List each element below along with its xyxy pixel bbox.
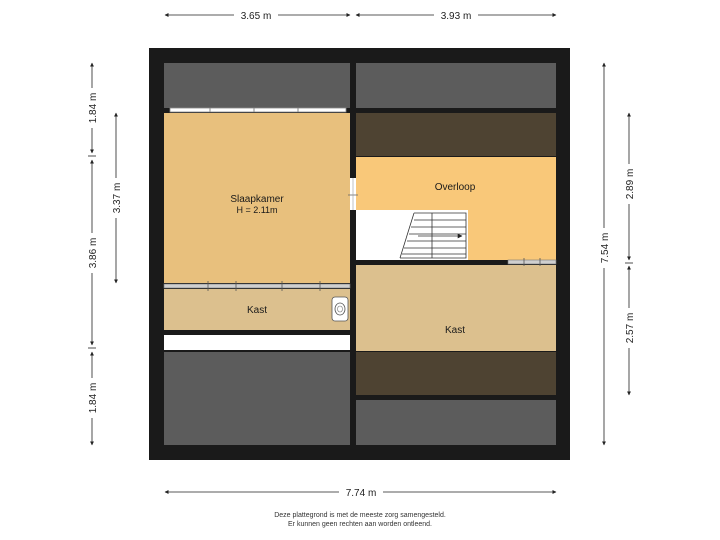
stairwell xyxy=(356,210,468,260)
closet-right-label: Kast xyxy=(445,325,465,336)
dim-left-bottom: 1.84 m xyxy=(88,383,99,414)
dim-top-right: 3.93 m xyxy=(441,11,472,22)
bedroom-label: Slaapkamer xyxy=(230,194,284,205)
roof-slope-bottom-left xyxy=(164,352,350,445)
disclaimer: Deze plattegrond is met de meeste zorg s… xyxy=(0,511,720,529)
room-bedroom xyxy=(164,113,350,283)
dim-top-left: 3.65 m xyxy=(241,11,272,22)
landing-label: Overloop xyxy=(435,182,476,193)
fixture-icon xyxy=(331,296,349,322)
window-rail xyxy=(169,107,347,113)
room-closet-right xyxy=(356,265,556,351)
room-closet-left xyxy=(164,289,350,330)
bedroom-height-label: H = 2.11m xyxy=(236,205,277,215)
closet-left-label: Kast xyxy=(247,305,267,316)
staircase xyxy=(399,212,467,259)
dim-bottom: 7.74 m xyxy=(346,488,377,499)
dim-right-lower: 2.57 m xyxy=(625,313,636,344)
white-strip xyxy=(164,335,350,350)
dim-right-upper: 2.89 m xyxy=(625,169,636,200)
disclaimer-line-1: Deze plattegrond is met de meeste zorg s… xyxy=(274,512,446,519)
low-space-bottom-right xyxy=(356,352,556,395)
roof-slope-top-left xyxy=(164,63,350,108)
dim-left-top: 1.84 m xyxy=(88,93,99,124)
disclaimer-line-2: Er kunnen geen rechten aan worden ontlee… xyxy=(288,521,432,528)
closet-door-rail xyxy=(163,281,351,291)
closet-door-rail-right xyxy=(507,258,557,266)
roof-slope-top-right xyxy=(356,63,556,108)
door-bedroom xyxy=(348,178,358,210)
dim-inner-left: 3.37 m xyxy=(112,183,123,214)
roof-slope-bottom-right xyxy=(356,400,556,445)
low-space-top-right xyxy=(356,113,556,156)
dim-left-middle: 3.86 m xyxy=(88,238,99,269)
dim-right-total: 7.54 m xyxy=(600,233,611,264)
